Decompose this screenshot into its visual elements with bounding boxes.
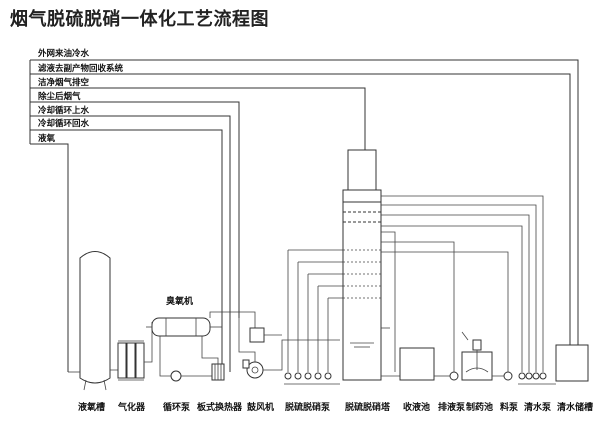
line-label-makeup-water: 外网来油冷水 (37, 48, 90, 59)
clear-water-tank (555, 344, 589, 382)
pipe-clean-gas (30, 87, 366, 150)
pipe-cooling-return (30, 129, 223, 372)
line-label-clean-flue-gas: 洁净烟气排空 (38, 77, 90, 88)
label-desulfurization-pump: 脱硫脱硝泵 (285, 401, 331, 413)
label-discharge-pump: 排液泵 (438, 401, 466, 413)
clear-water-pumps (518, 372, 556, 385)
discharge-pump (381, 241, 459, 381)
label-circulation-pump: 循环泵 (163, 401, 191, 413)
chemical-tank (461, 331, 493, 381)
line-label-cooling-supply: 冷却循环上水 (38, 105, 90, 116)
line-label-cooling-return: 冷却循环回水 (38, 118, 90, 129)
label-clear-water-tank: 清水储槽 (557, 401, 593, 413)
pipe-makeup-water (30, 59, 579, 345)
liquid-oxygen-tank (68, 251, 119, 391)
label-vaporizer: 气化器 (117, 401, 146, 413)
ozone-generator: 臭氧机 (146, 295, 256, 348)
line-label-dedusted-gas: 除尘后烟气 (38, 91, 81, 102)
diagram-title: 烟气脱硫脱硝一体化工艺流程图 (10, 9, 269, 30)
label-liquid-oxygen-tank: 液氧槽 (78, 401, 105, 413)
label-chemical-tank: 制药池 (466, 401, 493, 413)
collection-tank (399, 347, 450, 381)
blower (238, 318, 340, 379)
feed-pump (381, 251, 513, 381)
pipe-filtrate (30, 73, 571, 350)
pipe-liquid-oxygen (30, 143, 69, 372)
line-label-liquid-oxygen: 液氧 (38, 133, 56, 144)
process-line-labels: 外网来油冷水 滤液去副产物回收系统 洁净烟气排空 除尘后烟气 冷却循环上水 冷却… (37, 48, 124, 144)
label-desulfurization-tower: 脱硫脱硝塔 (345, 401, 391, 413)
ozone-generator-label: 臭氧机 (166, 295, 193, 307)
label-blower: 鼓风机 (247, 401, 274, 413)
desulfurization-tower (342, 149, 382, 381)
line-label-filtrate: 滤液去副产物回收系统 (38, 63, 124, 74)
plate-heat-exchanger (201, 348, 225, 381)
circulation-pump (159, 348, 212, 382)
pipe-dedusted-gas (30, 101, 240, 318)
label-clear-water-pump: 清水泵 (524, 401, 552, 413)
label-feed-pump: 料泵 (500, 401, 519, 413)
vaporizer (117, 322, 153, 381)
tower-side-pipes (381, 195, 544, 377)
desulfurization-pumps (284, 249, 345, 385)
label-plate-heat-exchanger: 板式换热器 (197, 401, 243, 413)
header-pipelines (29, 59, 579, 372)
pipe-cooling-supply (30, 115, 231, 372)
equipment-labels: 液氧槽 气化器 循环泵 板式换热器 鼓风机 脱硫脱硝泵 脱硫脱硝塔 收液池 排液… (78, 401, 593, 413)
label-collection-tank: 收液池 (403, 401, 430, 413)
